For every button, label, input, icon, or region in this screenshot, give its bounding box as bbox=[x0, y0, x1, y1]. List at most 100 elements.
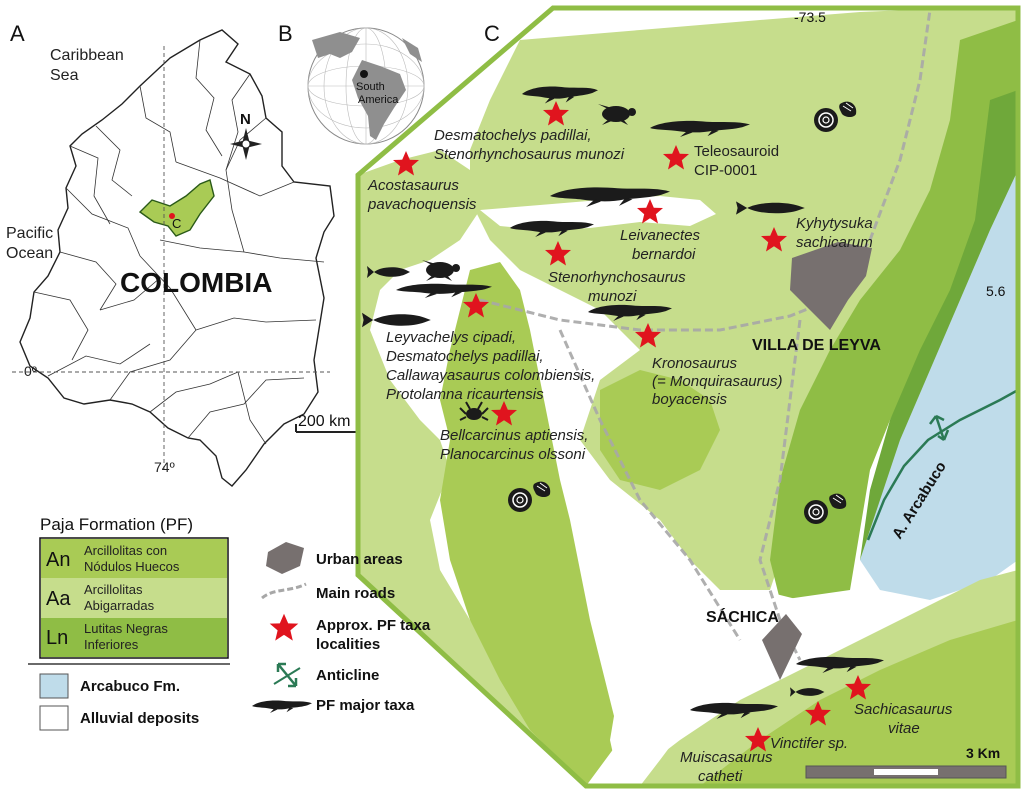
taxa-silhouettes bbox=[362, 86, 884, 719]
road-icon bbox=[261, 582, 307, 600]
legend-arcabuco: Arcabuco Fm. bbox=[80, 678, 180, 695]
taxon-label: Kronosaurus bbox=[652, 355, 738, 372]
legend-unit-ln-2: Inferiores bbox=[84, 637, 139, 652]
legend-swatch-alluvial bbox=[39, 705, 69, 731]
panel-label-c: C bbox=[484, 21, 500, 46]
map-frame bbox=[355, 5, 1021, 789]
legend-localities-1: Approx. PF taxa bbox=[316, 617, 431, 634]
unit-an-south bbox=[700, 620, 1018, 786]
taxon-label: Stenorhynchosaurus munozi bbox=[434, 146, 625, 163]
caribbean-label-2: Sea bbox=[50, 67, 79, 84]
lon-label: 74º bbox=[154, 459, 175, 475]
scale-label-a: 200 km bbox=[298, 413, 350, 430]
taxon-label: vitae bbox=[888, 720, 920, 737]
taxon-label: munozi bbox=[588, 288, 637, 305]
taxon-label: Stenorhynchosaurus bbox=[548, 269, 686, 286]
north-label: N bbox=[240, 111, 251, 128]
taxon-label: Leivanectes bbox=[620, 227, 701, 244]
legend-unit-aa-2: Abigarradas bbox=[84, 598, 155, 613]
pacific-label-1: Pacific bbox=[6, 225, 53, 242]
alluvial-channel-south bbox=[610, 590, 800, 786]
legend-swatch-arcabuco bbox=[39, 673, 69, 699]
study-region-label: C bbox=[172, 216, 181, 231]
legend-roads: Main roads bbox=[316, 585, 395, 602]
legend-symbols: Urban areas Main roads Approx. PF taxa l… bbox=[252, 542, 431, 714]
taxon-label: pavachoquensis bbox=[367, 196, 477, 213]
colombia-outline bbox=[19, 29, 335, 487]
department-borders bbox=[33, 39, 325, 445]
unit-an-west bbox=[440, 262, 620, 786]
sachica-label: SÁCHICA bbox=[706, 607, 779, 626]
taxon-label: Muiscasaurus bbox=[680, 749, 773, 766]
taxon-label: Kyhytysuka bbox=[796, 215, 873, 232]
taxon-label: Teleosauroid bbox=[694, 143, 779, 160]
legend-paja-formation: Paja Formation (PF) An Arcillolitas con … bbox=[28, 515, 230, 731]
taxon-label: Leyvachelys cipadi, bbox=[386, 329, 516, 346]
legend-alluvial: Alluvial deposits bbox=[80, 710, 199, 727]
taxon-label: CIP-0001 bbox=[694, 162, 757, 179]
unit-arcabuco bbox=[860, 170, 1018, 600]
globe-inset: South America bbox=[307, 27, 425, 145]
legend-code-an: An bbox=[46, 549, 70, 571]
locality-star-icon bbox=[269, 613, 299, 641]
major-taxa-icon bbox=[252, 700, 312, 713]
caribbean-label-1: Caribbean bbox=[50, 47, 124, 64]
legend-unit-an-2: Nódulos Huecos bbox=[84, 559, 180, 574]
legend-unit-an-1: Arcillolitas con bbox=[84, 543, 167, 558]
pacific-label-2: Ocean bbox=[6, 245, 53, 262]
taxon-label: bernardoi bbox=[632, 246, 696, 263]
legend-pf-title: Paja Formation (PF) bbox=[40, 515, 193, 534]
taxon-label: Planocarcinus olssoni bbox=[440, 446, 586, 463]
legend-major-taxa: PF major taxa bbox=[316, 697, 415, 714]
taxon-label: (= Monquirasaurus) bbox=[652, 373, 782, 390]
legend-swatch-aa bbox=[41, 578, 227, 618]
taxon-label: Callawayasaurus colombiensis, bbox=[386, 367, 595, 384]
legend-code-ln: Ln bbox=[46, 627, 68, 649]
study-region bbox=[138, 179, 215, 237]
legend-code-aa: Aa bbox=[46, 588, 71, 610]
taxon-label: Bellcarcinus aptiensis, bbox=[440, 427, 588, 444]
taxon-label: Desmatochelys padillai, bbox=[386, 348, 544, 365]
arcabuco-anticline bbox=[866, 388, 1018, 541]
villa-de-leyva-urban bbox=[790, 242, 872, 330]
taxon-label: sachicarum bbox=[796, 234, 873, 251]
taxon-label: Protolamna ricaurtensis bbox=[386, 386, 544, 403]
country-label: COLOMBIA bbox=[120, 267, 272, 298]
sachica-urban bbox=[762, 614, 802, 680]
taxon-label: Vinctifer sp. bbox=[770, 735, 848, 752]
legend-swatch-ln bbox=[41, 618, 227, 657]
urban-area-icon bbox=[266, 542, 304, 574]
legend-urban: Urban areas bbox=[316, 551, 403, 568]
crab-silhouette bbox=[459, 401, 489, 421]
panel-label-a: A bbox=[10, 21, 25, 46]
study-site-dot bbox=[169, 213, 175, 219]
legend-unit-ln-1: Lutitas Negras bbox=[84, 621, 168, 636]
legend-swatch-an bbox=[41, 539, 227, 578]
sa-label-1: South bbox=[356, 81, 385, 93]
taxa-labels: Desmatochelys padillai, Stenorhynchosaur… bbox=[367, 127, 953, 785]
scale-bar-c: 3 Km bbox=[805, 745, 1007, 779]
anticline-icon bbox=[273, 662, 301, 688]
north-arrow-icon: N bbox=[230, 111, 262, 160]
unit-an-central bbox=[600, 370, 720, 490]
lat-tick: 5.6 bbox=[986, 283, 1006, 299]
legend-localities-2: localities bbox=[316, 636, 380, 653]
taxon-label: Desmatochelys padillai, bbox=[434, 127, 592, 144]
scale-bar-a: 200 km bbox=[295, 413, 361, 433]
legend-anticline: Anticline bbox=[316, 667, 379, 684]
legend-unit-aa-1: Arcillolitas bbox=[84, 582, 143, 597]
colombia-map bbox=[12, 29, 335, 487]
taxon-label: boyacensis bbox=[652, 391, 728, 408]
sa-label-2: America bbox=[358, 94, 399, 106]
lon-tick: -73.5 bbox=[794, 9, 826, 25]
villa-de-leyva-label: VILLA DE LEYVA bbox=[752, 337, 881, 354]
lat-label: 0º bbox=[24, 363, 37, 379]
scale-label-c: 3 Km bbox=[966, 745, 1000, 761]
taxon-label: Sachicasaurus bbox=[854, 701, 953, 718]
taxon-label: Acostasaurus bbox=[367, 177, 459, 194]
panel-label-b: B bbox=[278, 21, 293, 46]
unit-ln-east bbox=[770, 20, 1018, 600]
taxon-label: catheti bbox=[698, 768, 743, 785]
